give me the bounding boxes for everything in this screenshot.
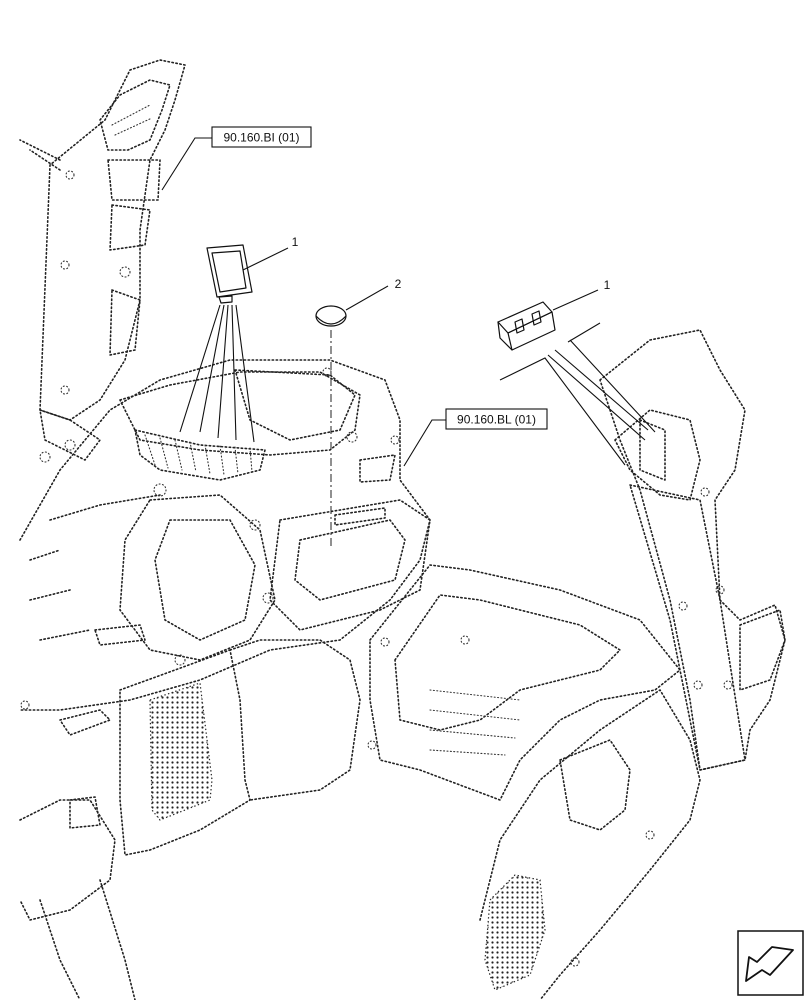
lower-left-panel bbox=[19, 639, 361, 1000]
part-1-right-leader bbox=[552, 289, 599, 311]
right-vent-grille bbox=[484, 874, 546, 991]
ref-bl-leader bbox=[403, 419, 446, 467]
ref-bi-leader bbox=[161, 137, 212, 191]
part-2-plug[interactable] bbox=[315, 305, 347, 327]
floor-panel bbox=[367, 564, 681, 801]
reference-90-160-bl[interactable]: 90.160.BL (01) bbox=[445, 408, 548, 430]
part-2-leader bbox=[345, 285, 389, 311]
callout-2: 2 bbox=[395, 277, 402, 291]
part-1-clip[interactable] bbox=[497, 301, 556, 351]
part-1-right-guide-lines bbox=[499, 322, 656, 466]
reference-90-160-bl-text: 90.160.BL (01) bbox=[457, 413, 536, 427]
part-1-left-leader bbox=[242, 247, 289, 271]
callout-1-right: 1 bbox=[604, 278, 611, 292]
part-1-fan-lines bbox=[179, 304, 255, 443]
arrow-back-icon[interactable] bbox=[737, 930, 804, 996]
callout-1-left: 1 bbox=[292, 235, 299, 249]
left-pillar bbox=[19, 59, 186, 461]
right-pillar bbox=[599, 329, 786, 771]
part-1-label[interactable] bbox=[206, 244, 253, 304]
reference-90-160-bi[interactable]: 90.160.BI (01) bbox=[211, 126, 312, 148]
reference-90-160-bi-text: 90.160.BI (01) bbox=[223, 131, 299, 145]
dashboard-console bbox=[19, 359, 431, 711]
left-vent-grille bbox=[149, 682, 213, 821]
lower-right-panel bbox=[479, 689, 701, 1000]
